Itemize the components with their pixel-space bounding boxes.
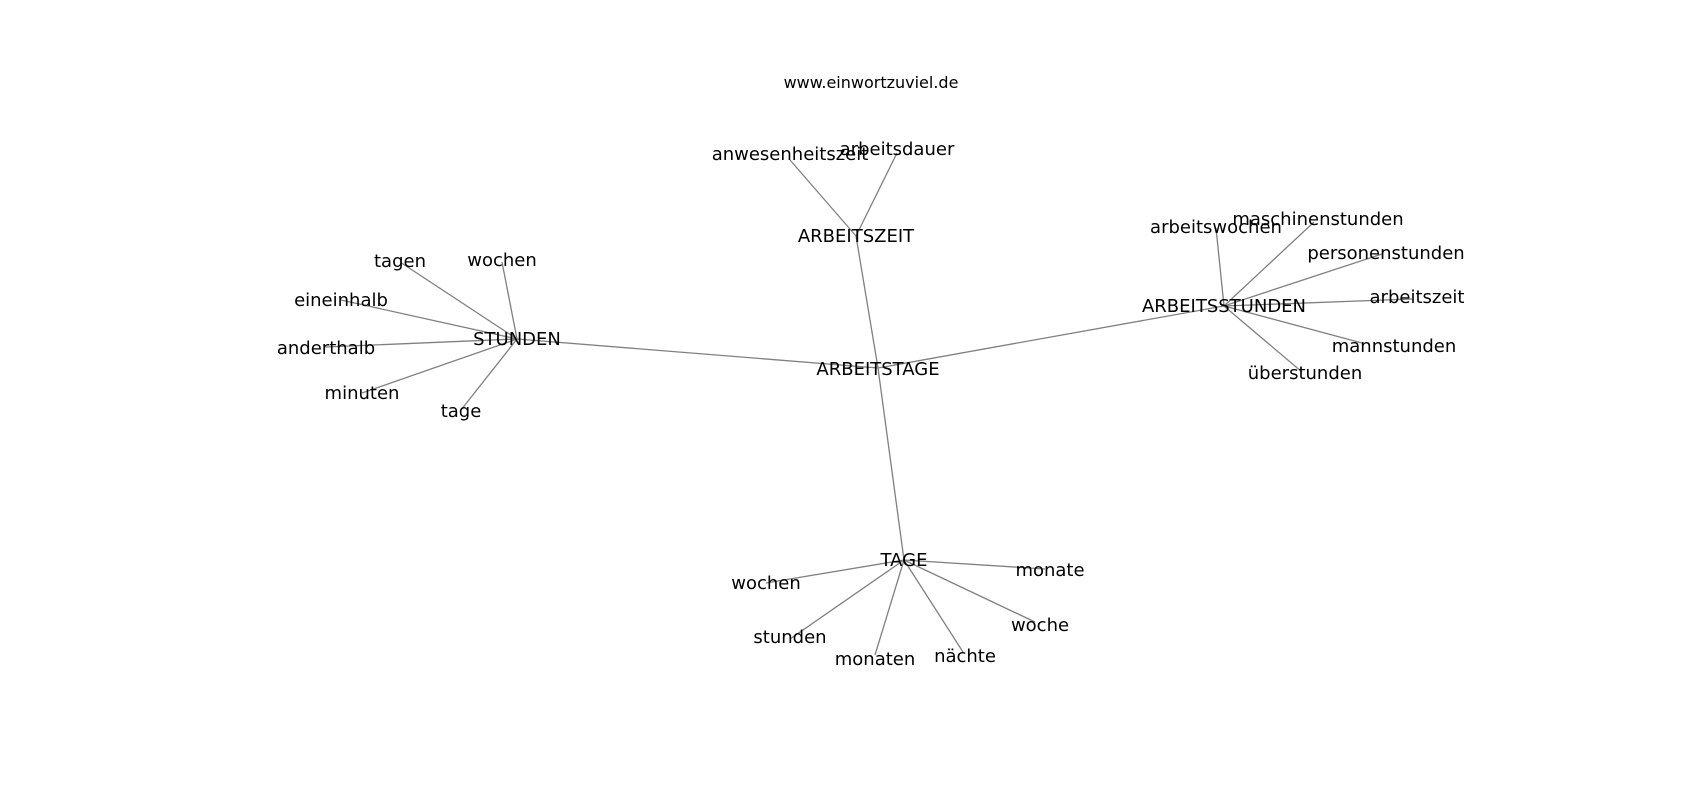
node-leaf: maschinenstunden xyxy=(1232,209,1403,230)
node-leaf: arbeitswochen xyxy=(1150,217,1282,238)
node-leaf: monaten xyxy=(835,649,916,670)
node-leaf: nächte xyxy=(934,646,996,667)
edges-tage xyxy=(765,559,1046,656)
edge-stunden-minuten xyxy=(361,338,518,394)
edge-tage-monaten xyxy=(874,559,905,656)
edge-arbeitszeit-arbeitsdauer xyxy=(855,152,898,237)
edge-center-stunden xyxy=(516,338,879,369)
edge-center-arbeitsstunden xyxy=(877,305,1225,369)
edge-stunden-tagen xyxy=(399,261,518,340)
node-hub-tage: TAGE xyxy=(880,550,928,571)
node-leaf: minuten xyxy=(325,383,400,404)
node-hub-stunden: STUNDEN xyxy=(473,329,561,350)
node-leaf: arbeitszeit xyxy=(1370,287,1465,308)
edges-center xyxy=(516,235,1225,561)
edge-tage-monate xyxy=(903,559,1046,570)
node-hub-arbeitszeit: ARBEITSZEIT xyxy=(798,226,915,247)
node-leaf: tage xyxy=(441,401,482,422)
site-credit: www.einwortzuviel.de xyxy=(784,73,959,92)
edge-stunden-tage xyxy=(460,338,518,411)
node-leaf: anwesenheitszeit xyxy=(712,144,869,165)
node-leaf: arbeitsdauer xyxy=(840,139,955,160)
edge-arbeitsstunden-arbeitszeit xyxy=(1223,298,1413,307)
node-leaf: überstunden xyxy=(1248,363,1362,384)
edge-arbeitsstunden-maschinenstunden xyxy=(1223,221,1315,307)
node-leaf: stunden xyxy=(753,627,826,648)
node-leaf: wochen xyxy=(467,250,537,271)
node-leaf: mannstunden xyxy=(1332,336,1457,357)
node-center: ARBEITSTAGE xyxy=(816,359,939,380)
edge-tage-stunden xyxy=(789,559,905,640)
node-leaf: monate xyxy=(1015,560,1084,581)
edge-arbeitsstunden-arbeitswochen xyxy=(1215,227,1225,307)
edge-center-arbeitszeit xyxy=(855,235,879,369)
node-leaf: eineinhalb xyxy=(294,290,388,311)
edge-arbeitsstunden-mannstunden xyxy=(1223,305,1363,344)
node-leaf: anderthalb xyxy=(277,338,375,359)
edge-tage-naechte xyxy=(903,559,964,653)
edge-center-tage xyxy=(877,367,905,561)
edge-arbeitszeit-anwesenheitszeit xyxy=(789,159,857,237)
edges-arbeitszeit xyxy=(789,152,898,237)
node-leaf: personenstunden xyxy=(1307,243,1464,264)
node-leaf: woche xyxy=(1011,615,1069,636)
node-leaf: wochen xyxy=(731,573,801,594)
edge-stunden-wochen xyxy=(501,261,518,340)
edges-arbeitsstunden xyxy=(1215,221,1413,373)
edge-tage-woche xyxy=(903,559,1036,623)
node-hub-arbeitsstunden: ARBEITSSTUNDEN xyxy=(1142,296,1306,317)
edge-tage-wochen xyxy=(765,559,905,584)
edge-arbeitsstunden-ueberstunden xyxy=(1223,305,1303,373)
edge-stunden-eineinhalb xyxy=(340,299,518,340)
edge-stunden-anderthalb xyxy=(325,338,518,348)
edges-stunden xyxy=(325,261,518,411)
edge-arbeitsstunden-personenstunden xyxy=(1223,253,1383,307)
node-leaf: tagen xyxy=(374,251,426,272)
